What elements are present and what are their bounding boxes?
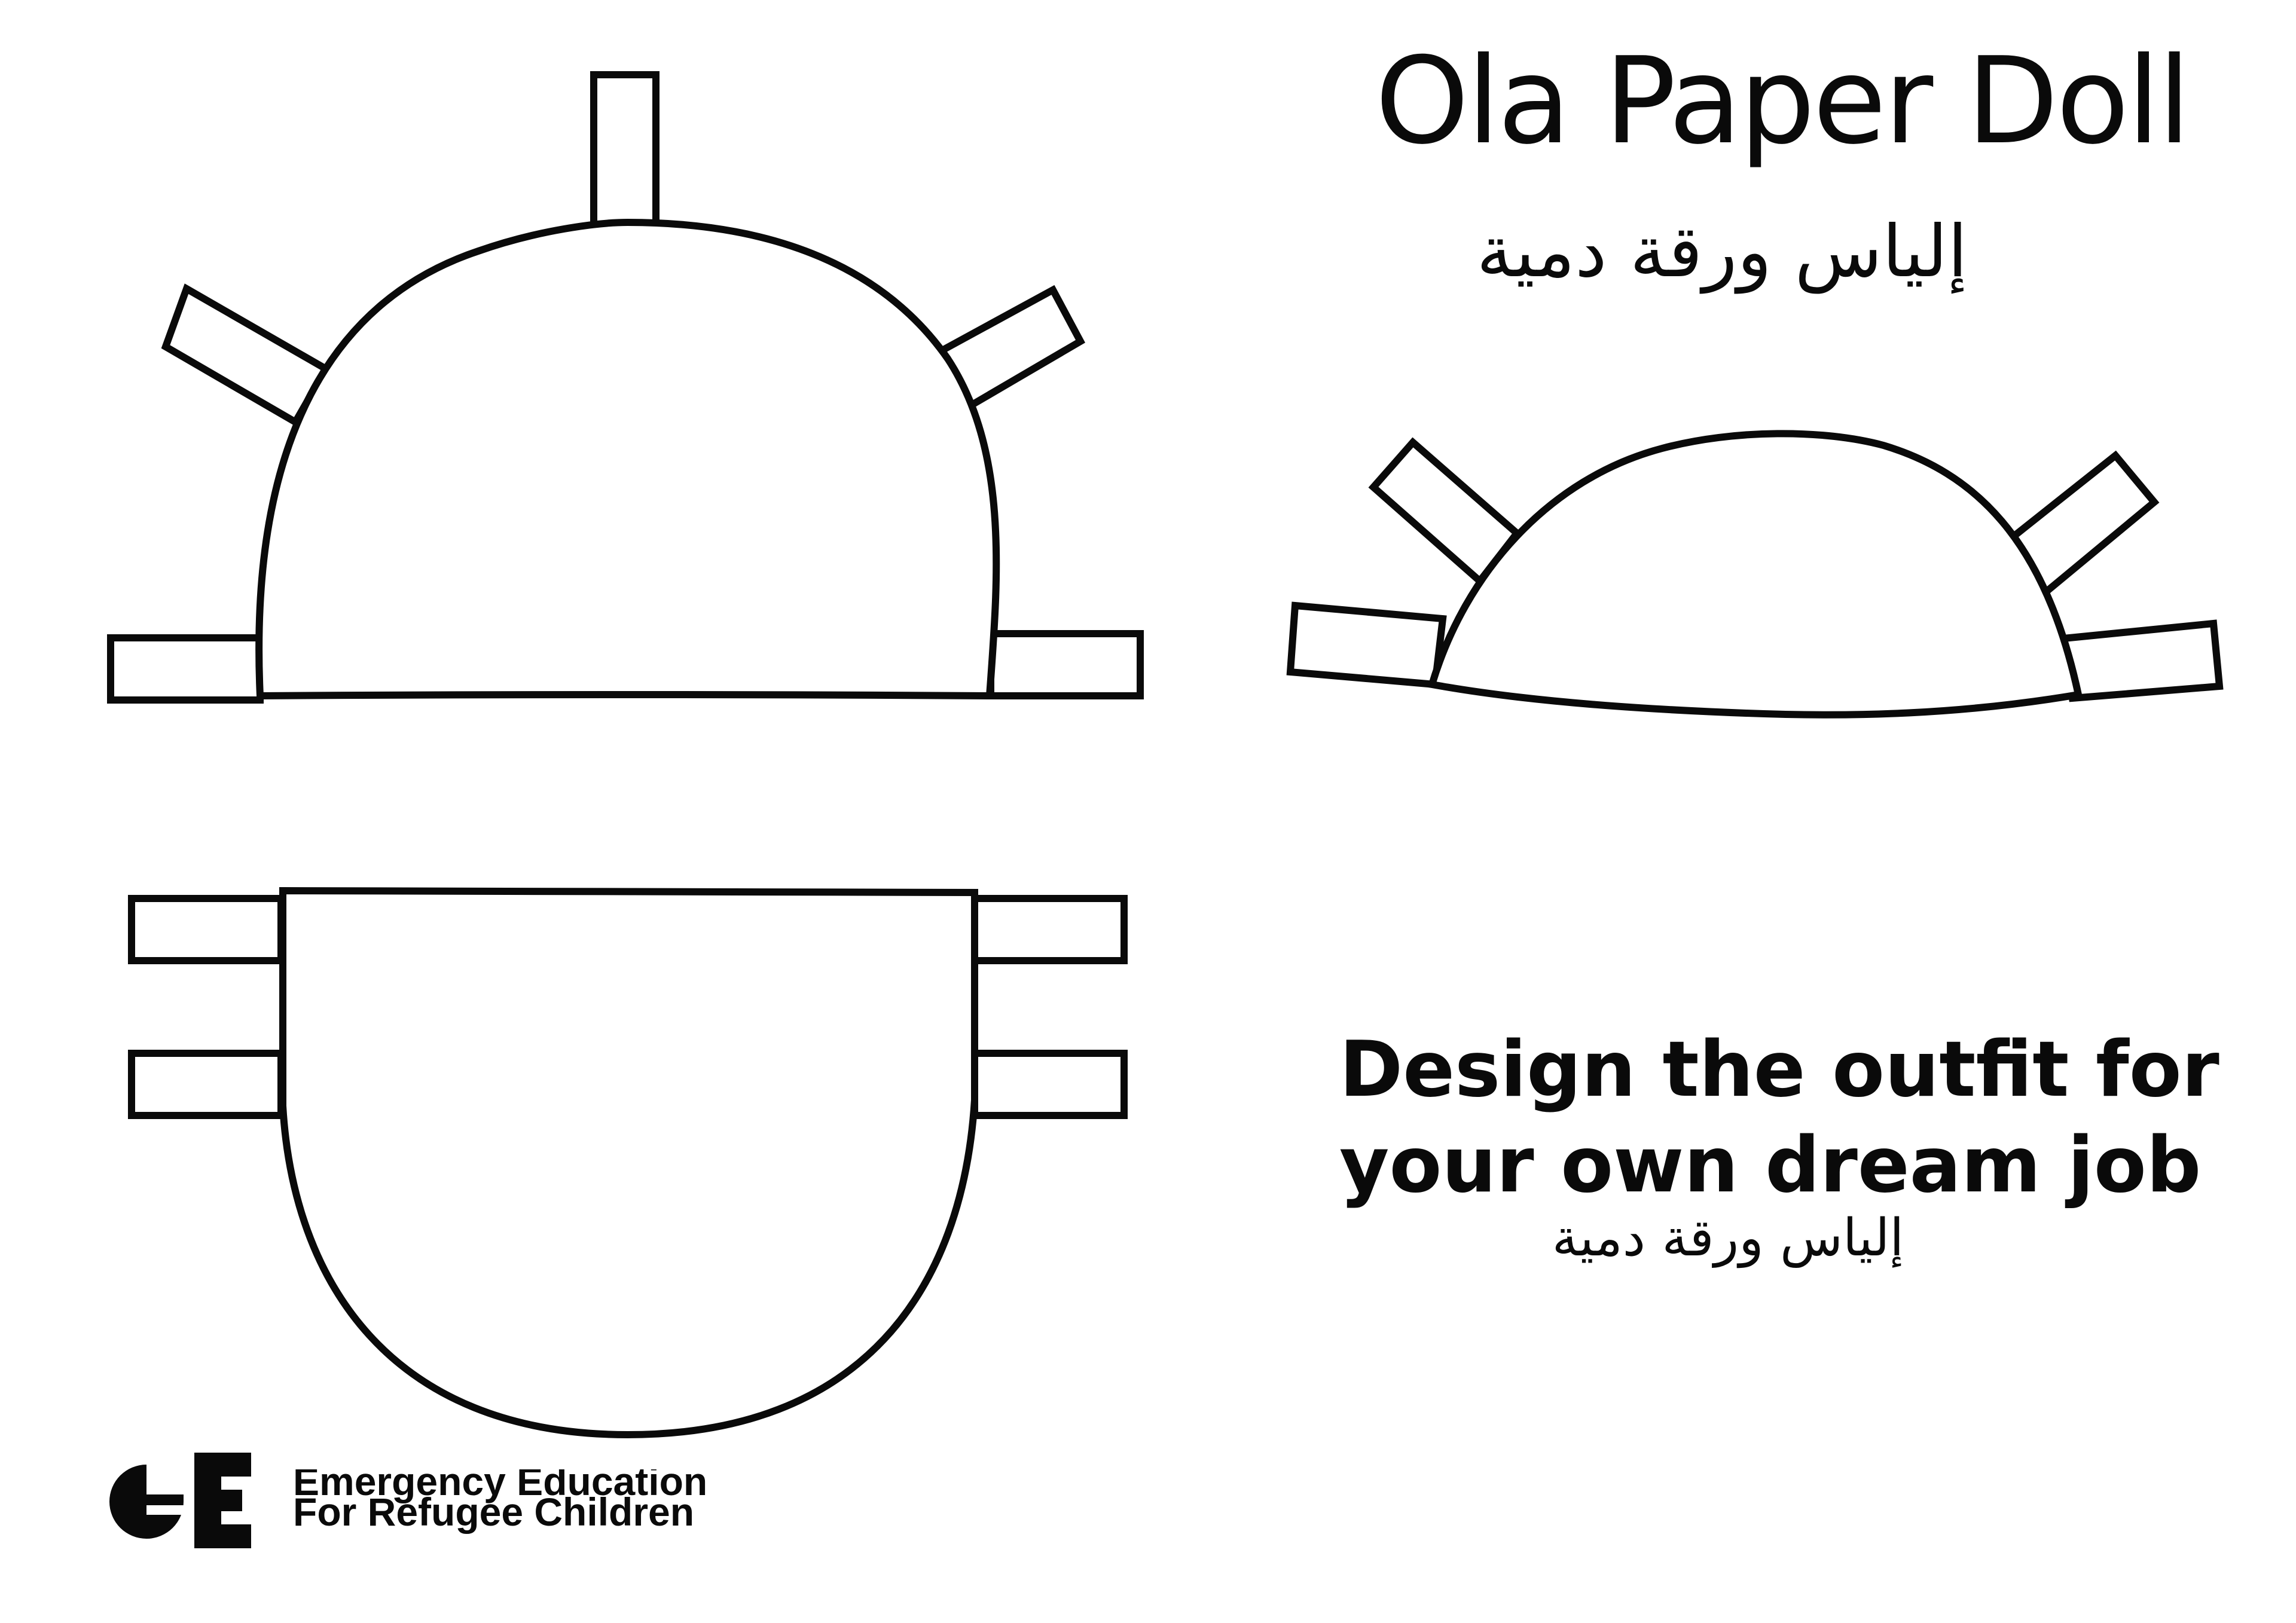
organization-name-line-1: Emergency Education [293, 1469, 708, 1503]
pocket-cutout [128, 887, 1128, 1439]
tagline-arabic: إلياس ورقة دمية [1552, 1208, 1904, 1268]
pocket-tab-right-1 [971, 895, 1128, 964]
organization-name: Emergency Education For Refugee Children [293, 1469, 831, 1541]
page-title: Ola Paper Doll [1375, 32, 2191, 171]
large-cap-cutout [107, 71, 1144, 704]
organization-logo: Emergency Education For Refugee Children [105, 1453, 762, 1548]
pocket-tab-right-2 [971, 1050, 1128, 1119]
small-cap-crown [1427, 430, 2083, 719]
tagline: Design the outfit for your own dream job [1339, 1022, 2219, 1214]
pocket-tab-left-2 [128, 1050, 285, 1119]
pocket-body [279, 887, 978, 1439]
ee-logo-icon [109, 1453, 251, 1548]
large-cap-tab-left [107, 634, 264, 704]
tagline-line-1: Design the outfit for [1339, 1025, 2219, 1114]
large-cap-tab-top [590, 71, 660, 228]
pocket-tab-left-1 [128, 895, 285, 964]
tagline-line-2: your own dream job [1339, 1121, 2202, 1210]
large-cap-crown [255, 218, 1000, 700]
small-cap-tab-left [1286, 601, 1447, 689]
large-cap-tab-right [987, 630, 1144, 699]
page-title-arabic: إلياس ورقة دمية [1476, 210, 1968, 294]
small-cap-cutout [1286, 430, 2224, 719]
large-cap-tab-upper-left [161, 283, 331, 427]
organization-name-line-2: For Refugee Children [293, 1489, 695, 1534]
small-cap-tab-right [2059, 619, 2224, 702]
